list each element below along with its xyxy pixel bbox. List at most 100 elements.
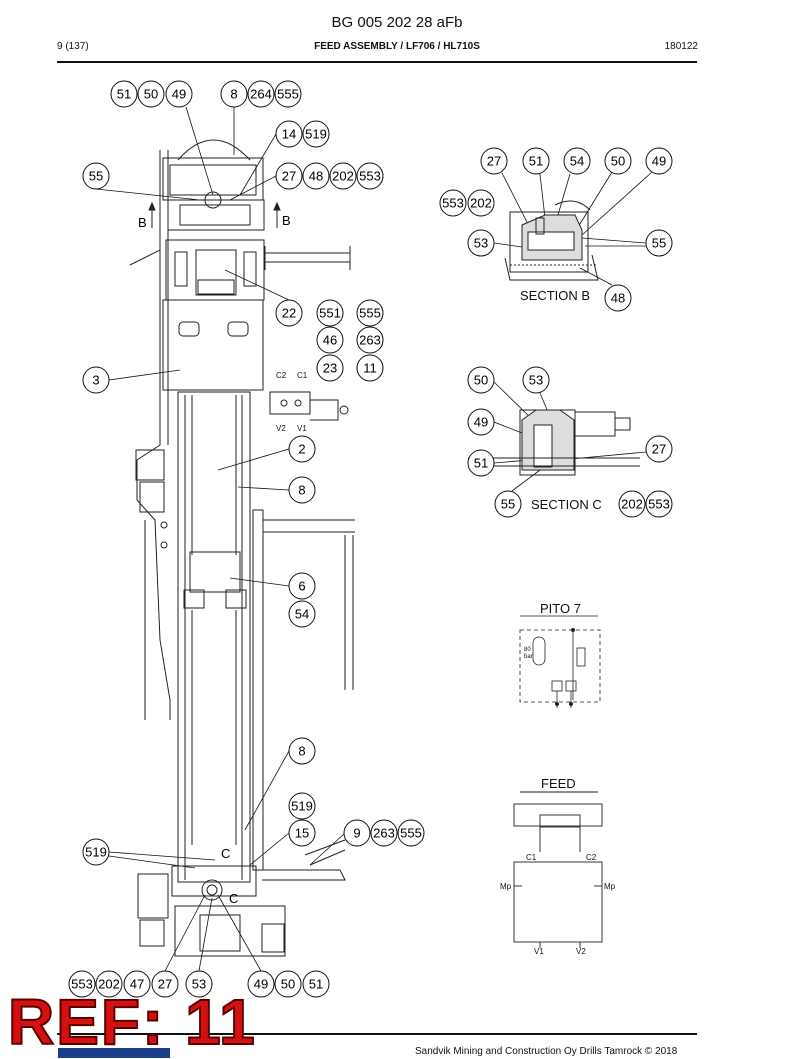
leader-line	[185, 106, 214, 196]
svg-text:519: 519	[305, 127, 327, 142]
callout-sc53: 53	[522, 366, 550, 394]
callout-sc51: 51	[467, 449, 495, 477]
callout-sb202: 202	[467, 189, 495, 217]
callout-c11: 11	[356, 354, 384, 382]
callout-c46: 46	[316, 326, 344, 354]
callout-c23: 23	[316, 354, 344, 382]
svg-text:27: 27	[282, 169, 296, 184]
svg-text:55: 55	[89, 169, 103, 184]
callout-sb51: 51	[522, 147, 550, 175]
callout-c551: 551	[316, 299, 344, 327]
svg-text:51: 51	[529, 154, 543, 169]
callout-c8b: 8	[288, 476, 316, 504]
leader-line	[164, 894, 206, 972]
callout-c27b: 27	[151, 970, 179, 998]
leader-line	[511, 469, 541, 492]
callout-c51b: 51	[302, 970, 330, 998]
svg-text:51: 51	[474, 456, 488, 471]
svg-text:51: 51	[309, 977, 323, 992]
callout-c50b: 50	[274, 970, 302, 998]
callout-sb50: 50	[604, 147, 632, 175]
section-b-marker-right: B	[282, 213, 291, 228]
callout-c264: 264	[247, 80, 275, 108]
port-v1-label: V1	[297, 424, 307, 433]
section-b-cut-markers	[148, 201, 281, 228]
callout-c519c: 519	[82, 838, 110, 866]
feed-port-c1: C1	[526, 853, 537, 862]
svg-text:553: 553	[442, 196, 464, 211]
feed-port-mp-left: Mp	[500, 882, 512, 891]
port-c1-label: C1	[297, 371, 308, 380]
callout-sb27: 27	[480, 147, 508, 175]
svg-text:49: 49	[652, 154, 666, 169]
page-number: 9 (137)	[57, 41, 89, 52]
port-c2-label: C2	[276, 371, 287, 380]
leader-line	[229, 175, 277, 201]
pito-7-title: PITO 7	[540, 601, 581, 616]
svg-text:202: 202	[332, 169, 354, 184]
callout-sb49: 49	[645, 147, 673, 175]
leader-line	[198, 897, 213, 972]
svg-text:49: 49	[172, 87, 186, 102]
svg-text:55: 55	[501, 497, 515, 512]
section-c-label: SECTION C	[531, 497, 602, 512]
callout-c51a: 51	[110, 80, 138, 108]
svg-text:54: 54	[570, 154, 584, 169]
svg-text:49: 49	[474, 415, 488, 430]
pito-pressure-value: 80	[524, 647, 531, 653]
svg-text:48: 48	[611, 291, 625, 306]
svg-text:51: 51	[117, 87, 131, 102]
callout-c48a: 48	[302, 162, 330, 190]
svg-text:263: 263	[359, 333, 381, 348]
svg-text:48: 48	[309, 169, 323, 184]
section-b-label: SECTION B	[520, 288, 590, 303]
document-number: BG 005 202 28 aFb	[331, 14, 463, 31]
callout-sb55: 55	[645, 229, 673, 257]
feed-port-mp-right: Mp	[604, 882, 616, 891]
svg-text:27: 27	[158, 977, 172, 992]
leader-line	[229, 577, 290, 587]
svg-text:23: 23	[323, 361, 337, 376]
svg-text:50: 50	[144, 87, 158, 102]
section-b-marker-left: B	[138, 215, 147, 230]
callout-c3: 3	[82, 366, 110, 394]
svg-text:50: 50	[474, 373, 488, 388]
leader-line	[539, 173, 546, 219]
leader-line	[581, 171, 653, 236]
callout-c47: 47	[123, 970, 151, 998]
svg-text:49: 49	[254, 977, 268, 992]
feed-port-v2: V2	[576, 947, 586, 956]
callout-c553a: 553	[356, 162, 384, 190]
feed-port-c2: C2	[586, 853, 597, 862]
callout-c555a: 555	[274, 80, 302, 108]
svg-text:3: 3	[92, 373, 99, 388]
section-c-view	[468, 409, 640, 476]
feed-schematic	[513, 791, 603, 948]
callout-c519a: 519	[302, 120, 330, 148]
callout-c53a: 53	[185, 970, 213, 998]
svg-text:46: 46	[323, 333, 337, 348]
svg-text:27: 27	[652, 442, 666, 457]
svg-text:14: 14	[282, 127, 296, 142]
svg-text:202: 202	[470, 196, 492, 211]
svg-text:22: 22	[282, 306, 296, 321]
callout-sc553: 553	[645, 490, 673, 518]
leader-line	[493, 381, 534, 421]
feed-port-v1: V1	[534, 947, 544, 956]
callout-c8c: 8	[288, 737, 316, 765]
leader-line	[244, 750, 290, 831]
svg-text:8: 8	[298, 744, 305, 759]
callout-c15: 15	[288, 819, 316, 847]
callout-sb48: 48	[604, 284, 632, 312]
callout-c50a: 50	[137, 80, 165, 108]
header-rule	[57, 61, 697, 63]
section-b-view	[504, 200, 599, 281]
svg-text:555: 555	[400, 826, 422, 841]
callout-sc202: 202	[618, 490, 646, 518]
callout-c2: 2	[288, 435, 316, 463]
leader-line	[493, 421, 523, 434]
reference-watermark: REF: 11	[7, 985, 257, 1059]
svg-text:47: 47	[130, 977, 144, 992]
